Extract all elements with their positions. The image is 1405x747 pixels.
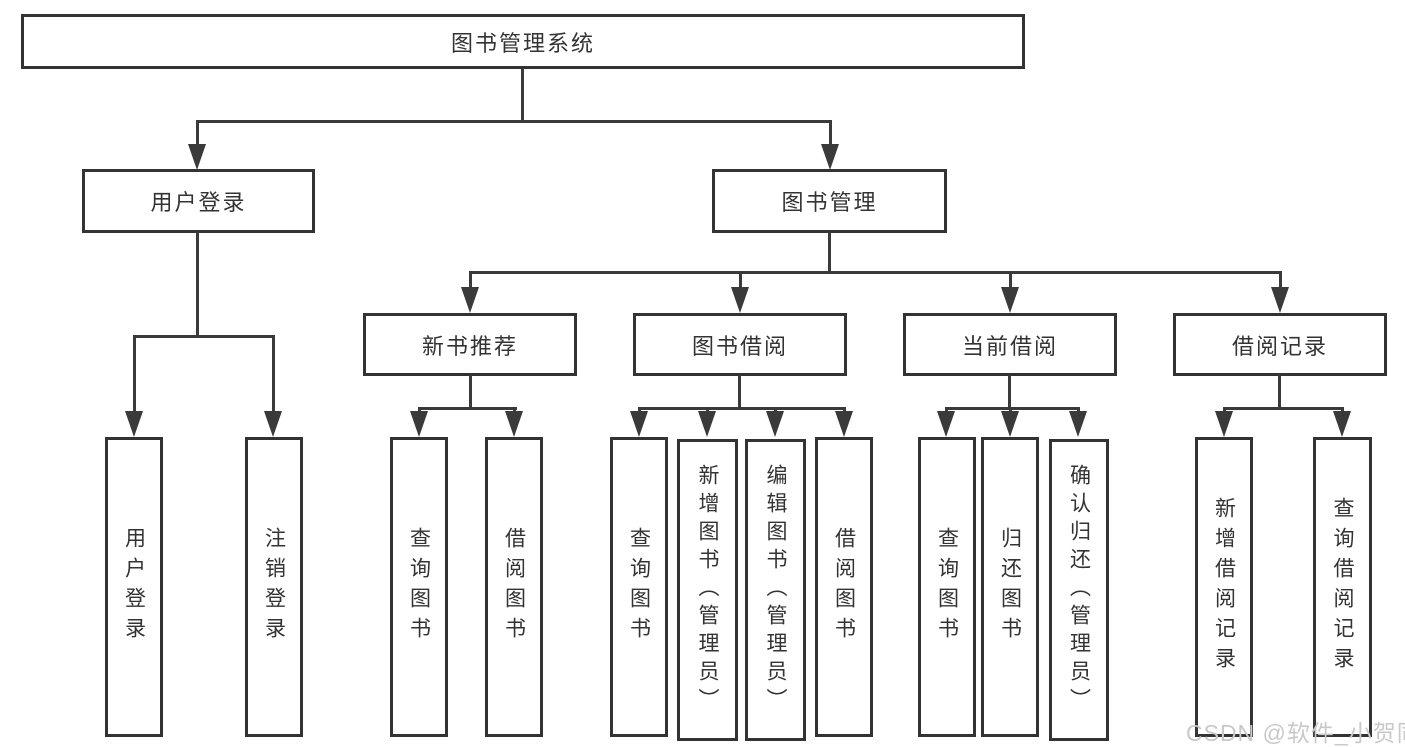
- connector-line: [196, 120, 199, 148]
- node-book-management: 图书管理: [712, 169, 947, 233]
- node-root: 图书管理系统: [21, 14, 1025, 69]
- connector-line: [1223, 407, 1344, 410]
- arrowhead-down-icon: [821, 144, 839, 170]
- leaf-borrow-book-borrow-label: 借阅图书: [832, 527, 856, 647]
- node-book-management-label: 图书管理: [781, 190, 878, 215]
- leaf-confirm-return-admin: 确认归还（管理员）: [1049, 439, 1109, 741]
- leaf-add-book-admin: 新增图书（管理员）: [677, 439, 738, 741]
- connector-line: [196, 120, 832, 123]
- node-new-book-recommend: 新书推荐: [363, 313, 577, 376]
- leaf-add-book-admin-label: 新增图书（管理员）: [696, 464, 719, 716]
- connector-line: [133, 335, 275, 338]
- arrowhead-down-icon: [1215, 411, 1233, 437]
- connector-line: [272, 335, 275, 415]
- leaf-edit-book-admin-label: 编辑图书（管理员）: [764, 464, 787, 716]
- node-book-borrow-label: 图书借阅: [691, 333, 788, 359]
- leaf-query-book-borrow: 查询图书: [610, 437, 668, 737]
- connector-line: [829, 120, 832, 148]
- leaf-logout-label: 注销登录: [262, 527, 286, 647]
- arrowhead-down-icon: [264, 411, 282, 437]
- leaf-query-borrow-record: 查询借阅记录: [1313, 437, 1372, 737]
- connector-line: [521, 69, 524, 122]
- connector-line: [828, 232, 831, 273]
- connector-line: [133, 335, 136, 415]
- node-borrow-record-label: 借阅记录: [1231, 333, 1328, 359]
- connector-line: [1008, 375, 1011, 409]
- arrowhead-down-icon: [698, 411, 716, 437]
- leaf-borrow-book-recommend-label: 借阅图书: [502, 527, 526, 647]
- arrowhead-down-icon: [630, 411, 648, 437]
- leaf-query-book-recommend: 查询图书: [390, 437, 448, 737]
- leaf-query-borrow-record-label: 查询借阅记录: [1331, 497, 1354, 677]
- leaf-query-book-recommend-label: 查询图书: [407, 527, 431, 647]
- arrowhead-down-icon: [731, 287, 749, 313]
- connector-line: [1279, 271, 1282, 293]
- leaf-borrow-book-borrow: 借阅图书: [815, 437, 873, 737]
- leaf-user-login: 用户登录: [105, 437, 163, 737]
- node-borrow-record: 借阅记录: [1173, 313, 1387, 376]
- leaf-query-book-current-label: 查询图书: [935, 527, 959, 647]
- node-current-borrow: 当前借阅: [903, 313, 1117, 376]
- connector-line: [945, 407, 1080, 410]
- arrowhead-down-icon: [937, 411, 955, 437]
- connector-line: [638, 407, 846, 410]
- connector-line: [196, 232, 199, 337]
- arrowhead-down-icon: [125, 411, 143, 437]
- arrowhead-down-icon: [461, 287, 479, 313]
- connector-line: [739, 271, 742, 293]
- leaf-query-book-borrow-label: 查询图书: [627, 527, 651, 647]
- arrowhead-down-icon: [1001, 287, 1019, 313]
- connector-line: [1009, 271, 1012, 293]
- arrowhead-down-icon: [1333, 411, 1351, 437]
- connector-line: [469, 375, 472, 409]
- watermark: CSDN @软件_小贺同学: [1186, 720, 1405, 746]
- node-current-borrow-label: 当前借阅: [961, 333, 1058, 359]
- leaf-return-book-label: 归还图书: [998, 527, 1022, 647]
- node-user-login: 用户登录: [82, 169, 315, 233]
- arrowhead-down-icon: [188, 144, 206, 170]
- leaf-edit-book-admin: 编辑图书（管理员）: [745, 439, 806, 741]
- arrowhead-down-icon: [766, 411, 784, 437]
- arrowhead-down-icon: [505, 411, 523, 437]
- connector-line: [1278, 375, 1281, 409]
- leaf-query-book-current: 查询图书: [918, 437, 976, 737]
- arrowhead-down-icon: [410, 411, 428, 437]
- leaf-logout: 注销登录: [245, 437, 303, 737]
- arrowhead-down-icon: [835, 411, 853, 437]
- connector-line: [469, 271, 1282, 274]
- connector-line: [418, 407, 517, 410]
- node-root-label: 图书管理系统: [450, 30, 595, 56]
- arrowhead-down-icon: [1001, 411, 1019, 437]
- node-new-book-recommend-label: 新书推荐: [421, 333, 518, 359]
- leaf-return-book: 归还图书: [981, 437, 1039, 737]
- arrowhead-down-icon: [1069, 411, 1087, 437]
- leaf-borrow-book-recommend: 借阅图书: [485, 437, 543, 737]
- leaf-add-borrow-record: 新增借阅记录: [1195, 437, 1253, 737]
- connector-line: [469, 271, 472, 293]
- leaf-confirm-return-admin-label: 确认归还（管理员）: [1067, 464, 1091, 716]
- leaf-add-borrow-record-label: 新增借阅记录: [1212, 497, 1236, 677]
- node-book-borrow: 图书借阅: [633, 313, 847, 376]
- leaf-user-login-label: 用户登录: [122, 527, 146, 647]
- connector-line: [738, 375, 741, 409]
- node-user-login-label: 用户登录: [150, 190, 247, 215]
- arrowhead-down-icon: [1271, 287, 1289, 313]
